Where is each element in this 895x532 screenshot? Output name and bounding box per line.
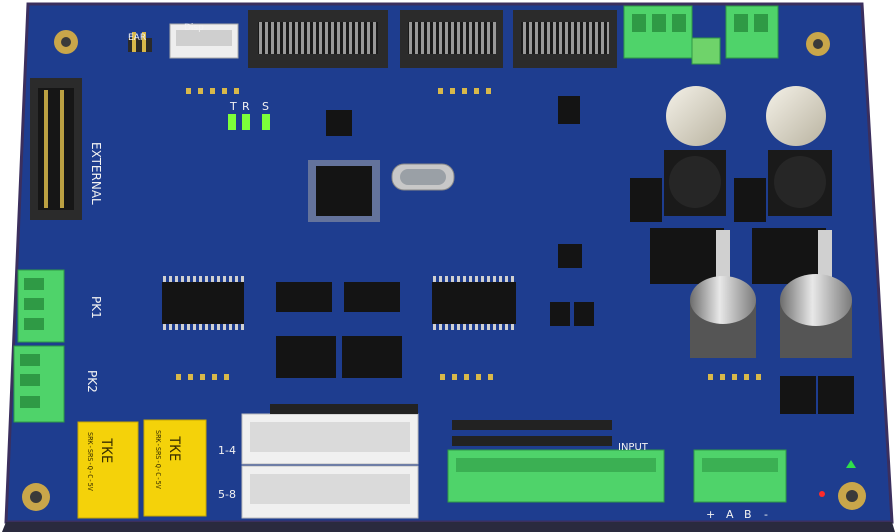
resistor-array-top [270,404,612,446]
driver-ic-left [162,276,244,330]
label-a: A [726,508,734,521]
smd-passives [176,88,761,380]
small-ic-mid [558,244,582,268]
display-connector [169,23,239,59]
microcontroller-chip [308,160,380,222]
label-external: EXTERNAL [89,142,103,205]
relay-2: TKE SRK-SRS-Q-C-5V [143,419,207,517]
inductor-right [768,150,832,216]
relay-2-model: SRK-SRS-Q-C-5V [154,430,162,490]
green-marker [846,460,856,468]
terminal-top-right [725,5,779,59]
terminal-pk1 [17,269,65,343]
external-header [30,78,82,220]
terminal-rs485 [693,449,787,503]
label-1-4: 1-4 [218,444,236,457]
label-s: S [262,100,269,113]
diode-right [734,178,766,222]
label-r: R [242,100,250,113]
label-pk2: PK2 [85,370,99,393]
label-t: T [229,100,237,113]
red-marker [819,491,825,497]
electrolytic-cap-top-right [766,86,826,146]
box-header-1 [248,10,388,68]
relay-2-brand: TKE [166,436,182,461]
label-plus: + [706,508,715,521]
label-ear: EAR [128,33,146,43]
schottky-diodes [780,376,854,414]
terminal-top-left [623,5,693,59]
aluminium-cap-left [690,276,756,358]
label-pk1: PK1 [89,296,103,319]
diode-left [630,178,662,222]
box-header-3 [513,10,617,68]
label-disp: Disp [184,23,204,33]
aluminium-cap-right [780,274,852,358]
label-5-8: 5-8 [218,488,236,501]
mounting-holes [22,30,866,511]
driver-ic-right [432,276,516,330]
relay-1-model: SRK-SRS-Q-C-5V [86,432,94,492]
small-ic-top-right [558,96,580,124]
mosfet-ics [276,282,402,378]
small-ic [326,110,352,136]
connector-5-8 [241,465,419,519]
small-green-part [691,37,721,65]
label-input: INPUT [618,442,649,453]
status-leds [228,114,270,130]
terminal-input [447,449,665,503]
voltage-regulator-left [650,228,730,284]
crystal-oscillator [391,163,455,191]
small-mosfets [550,302,594,326]
relay-1: TKE SRK-SRS-Q-C-5V [77,421,139,519]
pcb-edge-shadow [2,522,895,532]
electrolytic-cap-top-left [666,86,726,146]
label-b: B [744,508,752,521]
inductor-left [664,150,726,216]
box-header-2 [400,10,503,68]
relay-1-brand: TKE [98,438,114,463]
connector-1-4 [241,413,419,465]
ear-jumper [128,32,152,52]
label-minus: - [764,508,768,521]
terminal-pk2 [13,345,65,423]
